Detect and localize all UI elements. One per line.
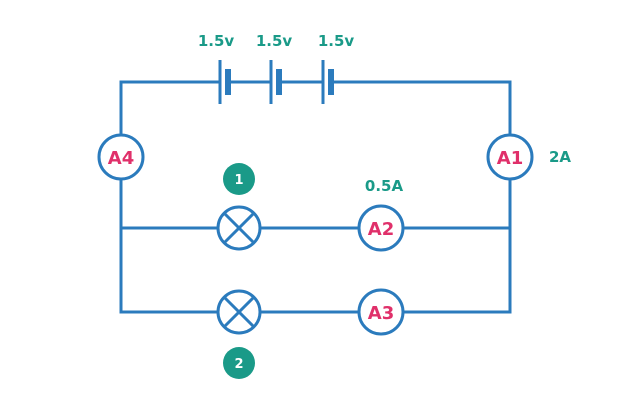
cell-2-voltage: 1.5v	[256, 32, 293, 50]
battery-cell-3	[321, 60, 334, 104]
ammeter-a2-reading: 0.5A	[365, 177, 404, 195]
ammeter-a3: A3	[357, 288, 405, 336]
battery-cell-2	[269, 60, 282, 104]
ammeter-a1-reading: 2A	[549, 148, 571, 166]
battery-cell-1	[218, 60, 231, 104]
battery: 1.5v 1.5v 1.5v	[198, 32, 355, 104]
ammeter-a3-label: A3	[368, 303, 394, 324]
lamp-2-number: 2	[234, 357, 243, 372]
lamp-2-badge: 2	[223, 347, 255, 379]
cell-3-voltage: 1.5v	[318, 32, 355, 50]
ammeter-a4-label: A4	[108, 148, 134, 169]
cell-1-voltage: 1.5v	[198, 32, 235, 50]
ammeter-a2-label: A2	[368, 219, 394, 240]
ammeter-a1-label: A1	[497, 148, 523, 169]
lamp-1-number: 1	[234, 173, 243, 188]
lamp-2	[216, 289, 262, 335]
ammeter-a1: A1	[486, 133, 534, 181]
ammeter-a4: A4	[97, 133, 145, 181]
ammeter-a2: A2	[357, 204, 405, 252]
circuit-wires	[119, 80, 512, 314]
lamp-1	[216, 205, 262, 251]
lamp-1-badge: 1	[223, 163, 255, 195]
